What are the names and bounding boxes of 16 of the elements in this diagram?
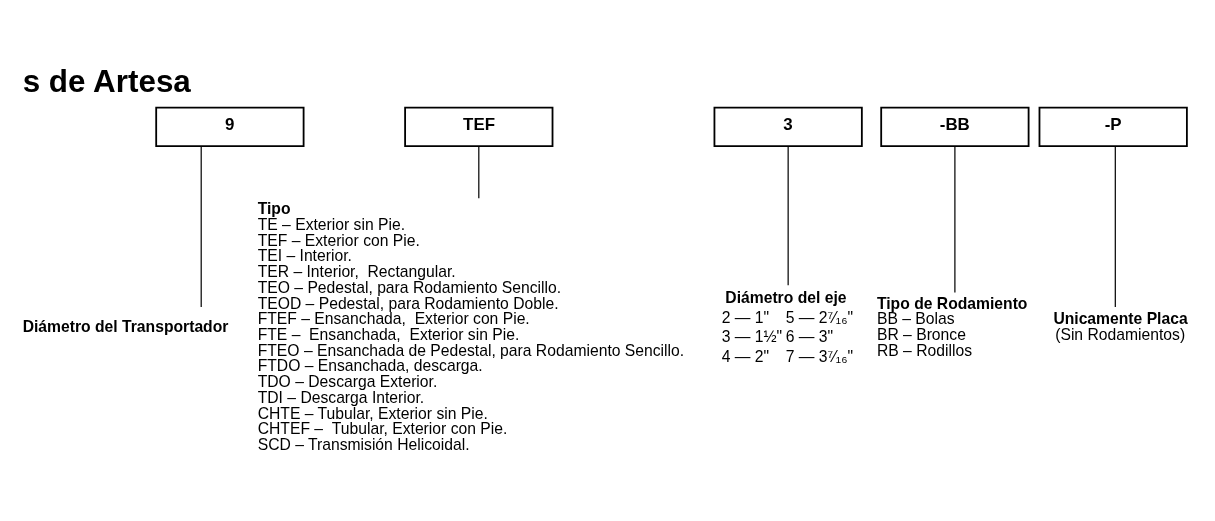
connector: [1114, 145, 1116, 308]
node-box: -P: [1038, 106, 1188, 147]
node-text: Diámetro del eje 2 — 1" 5 — 2⁷⁄₁₆" 3 — 1½" 6 — 3" 4 — 2" 7 — 3⁷⁄₁₆": [721, 288, 854, 365]
node-text: Tipo de Rodamiento BB – Bolas BR – Bronce RB – Rodillos: [876, 294, 1028, 359]
node-text: Unicamente Placa (Sin Rodamientos): [1053, 309, 1188, 343]
node-text: Tipo TE – Exterior sin Pie. TEF – Exterior con Pie. TEI – Interior. TER – Interior, Rectangular. TEO – Pedestal, para Rodamiento Sencillo. TEOD – Pedestal, para Rodamiento Doble. FTEF – Ensanchada, Exterior con Pie. FTE – Ensanchada, Exterior sin Pie. FTEO – Ensanchada de Pedestal, para Rodamiento Sencillo. FTDO – Ensanchada, descarga. TDO – Descarga Exterior. TDI – Descarga Interior. CHTE – Tubular, Exterior sin Pie. CHTEF – Tubular, Exterior con Pie. SCD – Transmisión Helicoidal.: [257, 199, 685, 453]
connector: [200, 145, 202, 308]
connector: [954, 145, 956, 293]
node-box: 3: [713, 106, 863, 147]
node-text: Diámetro del Transportador: [22, 317, 229, 335]
node-box: -BB: [880, 106, 1030, 147]
connector: [478, 145, 480, 199]
connector: [787, 145, 789, 286]
node-box: 9: [155, 106, 305, 147]
diagram-title: s de Artesa: [22, 63, 191, 99]
node-box: TEF: [404, 106, 554, 147]
